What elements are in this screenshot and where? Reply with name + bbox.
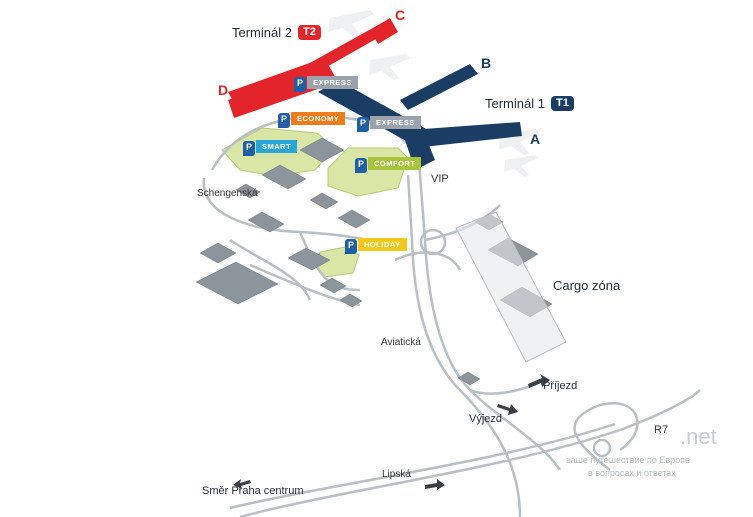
parking-holiday[interactable]: P HOLIDAY (345, 238, 407, 254)
parking-icon: P (345, 239, 357, 254)
watermark-line-2: в вопросах и ответах (588, 468, 676, 478)
parking-express-t2[interactable]: P EXPRESS (294, 76, 358, 92)
pier-b-label: B (481, 55, 492, 71)
parking-icon: P (294, 77, 306, 92)
vyjezd-label: Výjezd (469, 413, 503, 425)
parking-icon: P (243, 141, 255, 156)
parking-smart[interactable]: P SMART (243, 140, 298, 156)
aviaticka-label: Aviatická (381, 337, 421, 348)
parking-icon: P (357, 117, 369, 132)
cargo-zone (455, 211, 567, 363)
lipska-label: Lipská (382, 469, 411, 480)
terminal-2-label: Terminál 2 (232, 25, 292, 40)
terminal-2-badge: T2 (298, 25, 321, 40)
watermark-line-1: ваше путешествие по Европе (566, 455, 691, 465)
pier-a-label: A (530, 131, 541, 147)
schengenska-label: Schengenská (197, 188, 258, 199)
parking-icon: P (278, 113, 290, 128)
r7-label: R7 (654, 424, 669, 436)
vip-label: VIP (431, 173, 449, 185)
parking-icon: P (355, 158, 367, 173)
parking-comfort[interactable]: P COMFORT (355, 157, 422, 173)
watermark-domain: .net (680, 424, 717, 449)
pier-c-label: C (395, 7, 406, 23)
terminal-1-badge: T1 (551, 96, 574, 111)
praha-centrum-label: Směr Praha centrum (202, 485, 304, 497)
cargo-zone-label: Cargo zóna (553, 278, 621, 293)
terminal-1-label: Terminál 1 (485, 96, 545, 111)
pier-d-label: D (218, 82, 229, 98)
parking-economy[interactable]: P ECONOMY (278, 112, 346, 128)
parking-express-t1[interactable]: P EXPRESS (357, 116, 421, 132)
prijezd-label: Příjezd (543, 380, 578, 392)
